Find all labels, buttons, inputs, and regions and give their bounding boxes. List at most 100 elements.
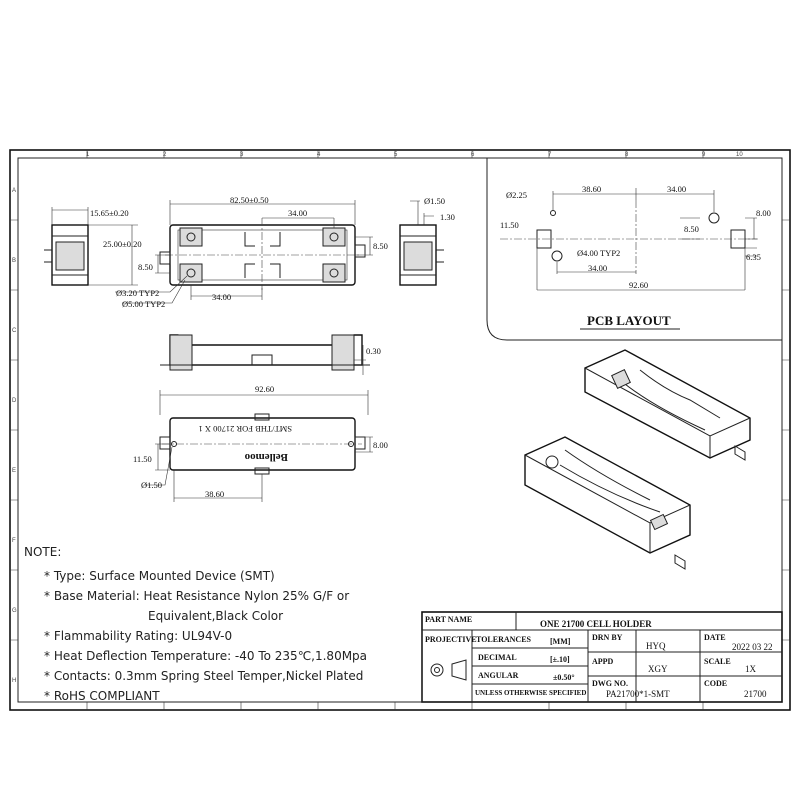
tb-scale-label: SCALE (704, 657, 731, 666)
pcb-hole-small (550, 210, 556, 216)
tb-unless: UNLESS OTHERWISE SPECIFIED (475, 689, 586, 697)
bottom-top-tab (254, 413, 270, 421)
dim-92-60-lines (159, 390, 369, 415)
grid-row-labels: A B C D E F G H (12, 188, 17, 684)
tb-angular-val: ±0.50° (553, 673, 575, 682)
dim-92-60: 92.60 (255, 384, 274, 394)
tb-projective: PROJECTIVE (425, 635, 477, 644)
iso1-outline (584, 349, 751, 459)
dim-8-50-right-lines (355, 236, 373, 256)
left-end-lines (44, 235, 88, 276)
grid-row-e: E (12, 468, 16, 474)
note-line-3: Equivalent,Black Color (148, 609, 283, 623)
dim-8-00-lines (355, 436, 373, 453)
bottom-left-pad (159, 436, 171, 450)
grid-row-c: C (12, 328, 17, 334)
dim-34-00-bottom: 34.00 (212, 292, 231, 302)
grid-col-8: 8 (625, 152, 629, 158)
grid-col-3: 3 (240, 152, 244, 158)
notes-heading: NOTE: (24, 545, 61, 559)
iso2-tab (674, 554, 686, 570)
pcb-pad-left (536, 229, 552, 249)
left-tab (159, 251, 171, 265)
pcb-dim-92-60: 92.60 (629, 280, 648, 290)
grid-col-9: 9 (702, 152, 706, 158)
tb-projection-circle-inner (434, 667, 440, 673)
tb-angular: ANGULAR (478, 671, 519, 680)
iso2-edges (524, 454, 691, 553)
tb-projection-circle (430, 663, 444, 677)
tb-date-label: DATE (704, 633, 726, 642)
dim-38-60-lines (173, 470, 263, 502)
grid-ticks (10, 150, 790, 710)
tb-projection-cone (451, 659, 467, 681)
grid-row-h: H (12, 678, 16, 684)
dim-82-50-lines (169, 200, 356, 225)
bottom-hole-right (348, 441, 354, 447)
tb-tolerances: TOLERANCES (476, 635, 532, 644)
dim-1-30: 1.30 (440, 212, 455, 222)
notes-block: NOTE: * Type: Surface Mounted Device (SM… (24, 545, 367, 703)
dim-34-00-top: 34.00 (288, 208, 307, 218)
iso2-hole (545, 455, 559, 469)
dim-15-65-lines (51, 207, 89, 225)
note-line-2: * Base Material: Heat Resistance Nylon 2… (44, 589, 349, 603)
grid-row-d: D (12, 398, 17, 404)
tb-date: 2022 03 22 (732, 642, 773, 652)
title-block-grid (421, 612, 782, 702)
pcb-dim-11-50: 11.50 (500, 220, 519, 230)
side-left-contact (169, 334, 193, 371)
side-view: 0.30 (160, 334, 381, 375)
grid-row-a: A (12, 188, 16, 194)
iso1-tab (734, 445, 746, 461)
tb-part-name-label: PART NAME (425, 615, 472, 624)
dim-34-bottom-lines (190, 285, 263, 300)
bottom-view: 92.60 SMT/THB FOR 21700 X 1 Bellemoo 8.0… (133, 384, 388, 502)
hole-bottom-left (186, 268, 196, 278)
dim-1-50-bottom: Ø1.50 (141, 480, 162, 490)
isometric-view-bottom (524, 436, 691, 570)
bottom-brand-text: Bellemoo (244, 451, 288, 463)
dim-5-00: Ø5.00 TYP2 (122, 299, 165, 309)
dim-8-00: 8.00 (373, 440, 388, 450)
dim-8-50-right: 8.50 (373, 241, 388, 251)
hole-bottom-right (329, 268, 339, 278)
grid-row-g: G (12, 608, 17, 614)
tb-drn-by-label: DRN BY (592, 633, 623, 642)
pcb-dim-6-35: 6.35 (746, 252, 761, 262)
pcb-panel-frame (486, 158, 782, 341)
tb-tol-unit: [MM] (550, 637, 571, 646)
tb-dwg-label: DWG NO. (592, 679, 628, 688)
right-end-contact (403, 241, 433, 271)
left-end-contact (55, 241, 85, 271)
grid-col-5: 5 (394, 152, 398, 158)
tb-drn-by: HYQ (646, 641, 666, 651)
iso2-contact (649, 513, 669, 531)
tb-dwg-no: PA21700*1-SMT (606, 689, 670, 699)
tb-code-label: CODE (704, 679, 727, 688)
right-tab (354, 244, 366, 258)
left-end-view (44, 224, 89, 286)
tb-decimal: DECIMAL (478, 653, 517, 662)
pcb-dim-34-00-bottom: 34.00 (588, 263, 607, 273)
holder-top-centerlines (165, 218, 360, 290)
bottom-hole-left (171, 441, 177, 447)
tb-code: 21700 (744, 689, 767, 699)
pcb-dim-4-00: Ø4.00 TYP2 (577, 248, 620, 258)
holder-top-ribs (244, 232, 281, 278)
dim-15-65: 15.65±0.20 (90, 208, 129, 218)
dim-8-50-left-lines (155, 254, 170, 274)
pcb-dim-8-50-lines (680, 217, 700, 240)
grid-col-1: 1 (86, 152, 90, 158)
right-end-view (399, 224, 444, 286)
contact-top-left (179, 227, 203, 247)
grid-col-6: 6 (471, 152, 475, 158)
tb-scale: 1X (745, 664, 757, 674)
tb-appd: XGY (648, 664, 668, 674)
dim-8-50-left: 8.50 (138, 262, 153, 272)
pcb-dim-38-60: 38.60 (582, 184, 601, 194)
pcb-hole-bottom (551, 250, 563, 262)
dim-38-60: 38.60 (205, 489, 224, 499)
contact-bottom-right (322, 263, 346, 283)
